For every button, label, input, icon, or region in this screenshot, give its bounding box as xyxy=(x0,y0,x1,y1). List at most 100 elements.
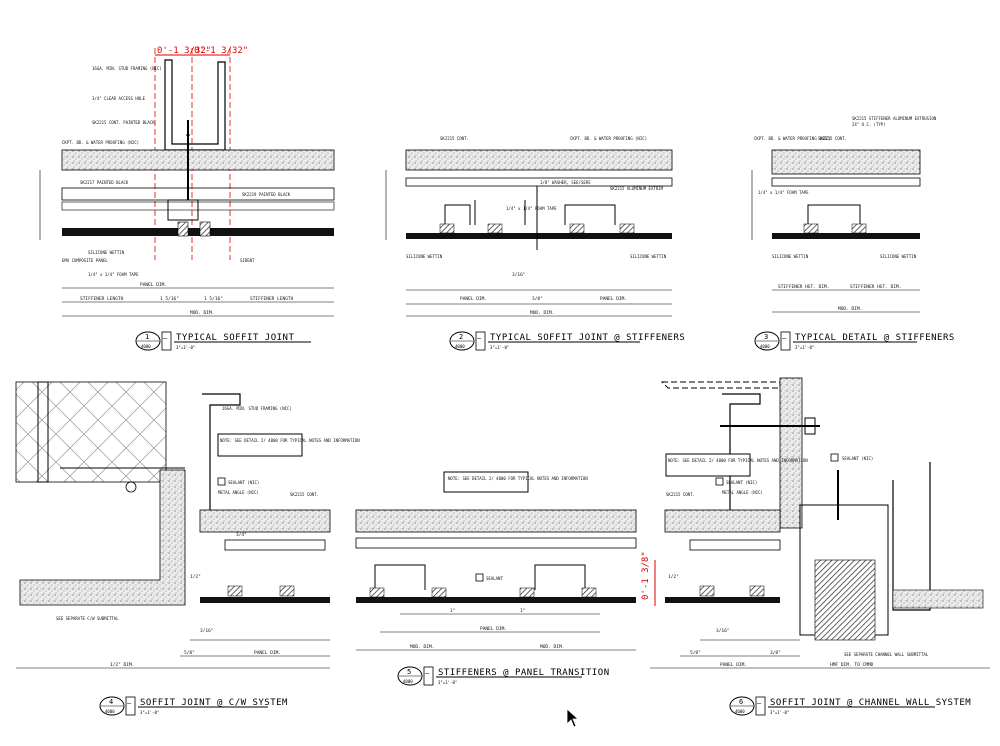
note-1-10: SIDENT xyxy=(240,258,255,263)
detail-dash: — xyxy=(127,699,132,707)
dim-1-panel: PANEL DIM. xyxy=(140,282,167,288)
note-4-1: 16GA. MIN. STUD FRAMING (NIC) xyxy=(222,406,292,411)
detail-title-1: 1 4000 — TYPICAL SOFFIT JOINT 3"=1'-0" xyxy=(135,331,311,351)
dim-1b: 0'-1 3/32" xyxy=(194,46,248,56)
note-6-3: SEALANT (NIC) xyxy=(726,480,757,485)
detail-title-2: 2 4000 — TYPICAL SOFFIT JOINT @ STIFFENE… xyxy=(449,331,685,351)
detail-title: TYPICAL DETAIL @ STIFFENERS xyxy=(795,333,955,343)
dim-2-b: 3/8" xyxy=(532,296,543,302)
note-3-2: 24" O.C. (TYP) xyxy=(852,122,886,127)
detail-dash: — xyxy=(757,699,762,707)
note-6-6: SEE SEPARATE CHANNEL WALL SUBMITTAL xyxy=(844,652,929,657)
note-4-5: SK2215 CONT. xyxy=(290,492,319,497)
note-6-4: METAL ANGLE (NIC) xyxy=(722,490,763,495)
mouse-pointer-icon xyxy=(566,708,580,728)
detail-title: TYPICAL SOFFIT JOINT xyxy=(176,333,294,343)
note-2-5: 1/4" x 1/4" FOAM TAPE xyxy=(506,206,557,211)
note-1-4: SK2217 PAINTED BLACK xyxy=(80,180,129,185)
detail-title-5: 5 4000 — STIFFENERS @ PANEL TRANSITION 3… xyxy=(397,666,610,686)
detail-title-4: 4 4000 — SOFFIT JOINT @ C/W SYSTEM 3"=1'… xyxy=(99,696,288,716)
dim-4-e: PANEL DIM. xyxy=(254,650,281,656)
note-4-2: NOTE: SEE DETAIL 2/ 4000 FOR TYPICAL NOT… xyxy=(220,438,360,443)
detail-scale: 3"=1'-0" xyxy=(490,345,509,350)
detail-number: 2 xyxy=(459,333,463,341)
detail-scale: 3"=1'-0" xyxy=(438,680,457,685)
note-2-7: SILICONE WETTIN xyxy=(630,254,667,259)
detail-dash: — xyxy=(163,334,168,342)
detail-sheet: 4000 xyxy=(105,709,115,714)
dim-2-a: PANEL DIM. xyxy=(460,296,487,302)
note-2-6: SILICONE WETTIN xyxy=(406,254,443,259)
note-1-3: SK2215 CONT. PAINTED BLACK xyxy=(92,120,155,125)
dim-1a: 0'-1 3/32" xyxy=(157,46,211,56)
detail-number: 4 xyxy=(109,698,113,706)
note-1-6: SILICONE WETTIN xyxy=(88,250,125,255)
dim-5-a: 1" xyxy=(450,608,455,614)
note-6-1: SEALANT (NIC) xyxy=(842,456,873,461)
detail-1: 0'-1 3/32" 0'-1 3/32" 16GA. MIN. STUD FR… xyxy=(39,46,335,317)
detail-sheet: 4000 xyxy=(760,344,770,349)
dim-6-a: 1/2" xyxy=(668,574,679,580)
note-1-8: 1/4" x 1/4" FOAM TAPE xyxy=(88,272,139,277)
dim-6-d: 3/8" xyxy=(770,650,781,656)
dim-5-red: 0'-1 3/8" xyxy=(641,551,651,600)
note-2-3: 1/8" WASHER, SEE/SERS xyxy=(540,180,591,185)
dim-5-e: MOD. DIM. xyxy=(540,644,564,650)
detail-dash: — xyxy=(782,334,787,342)
note-4-3: SEALANT (NIC) xyxy=(228,480,259,485)
dim-1-c: 1 5/16" xyxy=(160,296,179,302)
detail-title-3: 3 4000 — TYPICAL DETAIL @ STIFFENERS 3"=… xyxy=(754,331,955,351)
dim-2-c: PANEL DIM. xyxy=(600,296,627,302)
detail-dash: — xyxy=(477,334,482,342)
detail-3: SK2215 STIFFENER ALUMINUM EXTRUSION 24" … xyxy=(751,116,937,313)
note-4-6: SEE SEPARATE C/W SUBMITTAL xyxy=(56,616,119,621)
dim-1-e: STIFFENER LENGTH xyxy=(250,296,294,302)
detail-sheet: 4000 xyxy=(455,344,465,349)
note-1-9: SK2219 PAINTED BLACK xyxy=(242,192,291,197)
note-2-1: SK2215 CONT. xyxy=(440,136,469,141)
note-1-7: EMA COMPOSITE PANEL xyxy=(62,258,108,263)
detail-5: 0'-1 3/8" NOTE: SEE DETAIL 2/ 4000 FOR T… xyxy=(355,471,656,651)
dim-2-d: MOD. DIM. xyxy=(530,310,554,316)
detail-number: 1 xyxy=(145,333,149,341)
dim-4-a: 1/2" xyxy=(190,574,201,580)
note-3-7: SILICONE WETTIN xyxy=(880,254,917,259)
detail-scale: 3"=1'-0" xyxy=(795,345,814,350)
note-3-1: SK2215 STIFFENER ALUMINUM EXTRUSION xyxy=(852,116,937,121)
dim-3-a: STIFFENER HGT. DIM. xyxy=(778,284,829,290)
note-2-4: SK2215 ALUMINUM EXTRIM xyxy=(610,186,664,191)
detail-title: STIFFENERS @ PANEL TRANSITION xyxy=(438,668,610,678)
dim-6-c: 5/8" xyxy=(690,650,701,656)
dim-5-c: PANEL DIM. xyxy=(480,626,507,632)
detail-4: 16GA. MIN. STUD FRAMING (NIC) NOTE: SEE … xyxy=(15,381,360,669)
detail-scale: 3"=1'-0" xyxy=(770,710,789,715)
detail-6: SEALANT (NIC) NOTE: SEE DETAIL 2/ 4000 F… xyxy=(650,377,990,669)
note-1-5: CKPT. BD. & WATER PROOFING (NIC) xyxy=(62,140,139,145)
dim-4-b: 3/4" xyxy=(236,532,247,538)
note-3-5: 1/4" x 1/4" FOAM TAPE xyxy=(758,190,809,195)
detail-scale: 3"=1'-0" xyxy=(140,710,159,715)
detail-number: 5 xyxy=(407,668,411,676)
detail-number: 3 xyxy=(764,333,768,341)
note-4-4: METAL ANGLE (NIC) xyxy=(218,490,259,495)
dim-2-e: 3/16" xyxy=(512,272,526,278)
dim-4-c: 3/16" xyxy=(200,628,214,634)
dim-6-b: 3/16" xyxy=(716,628,730,634)
note-2-2: CKPT. BD. & WATER PROOFING (NIC) xyxy=(570,136,647,141)
dim-1-len: STIFFENER LENGTH xyxy=(80,296,124,302)
detail-title: SOFFIT JOINT @ CHANNEL WALL SYSTEM xyxy=(770,698,971,708)
detail-dash: — xyxy=(425,669,430,677)
dim-4-f: 1/2" DIM. xyxy=(110,662,134,668)
note-3-6: SILICONE WETTIN xyxy=(772,254,809,259)
note-1-2: 3/4" CLEAR ACCESS HOLE xyxy=(92,96,146,101)
dim-6-f: HMF DIM. TO CMMD xyxy=(830,662,874,668)
dim-5-b: 1" xyxy=(520,608,525,614)
detail-sheet: 4000 xyxy=(403,679,413,684)
note-5-1: NOTE: SEE DETAIL 2/ 4000 FOR TYPICAL NOT… xyxy=(448,476,588,481)
detail-title: SOFFIT JOINT @ C/W SYSTEM xyxy=(140,698,288,708)
note-1-1: 16GA. MIN. STUD FRAMING (NIC) xyxy=(92,66,162,71)
detail-sheet: 4000 xyxy=(735,709,745,714)
dim-6-e: PANEL DIM. xyxy=(720,662,747,668)
dim-5-d: MOD. DIM. xyxy=(410,644,434,650)
